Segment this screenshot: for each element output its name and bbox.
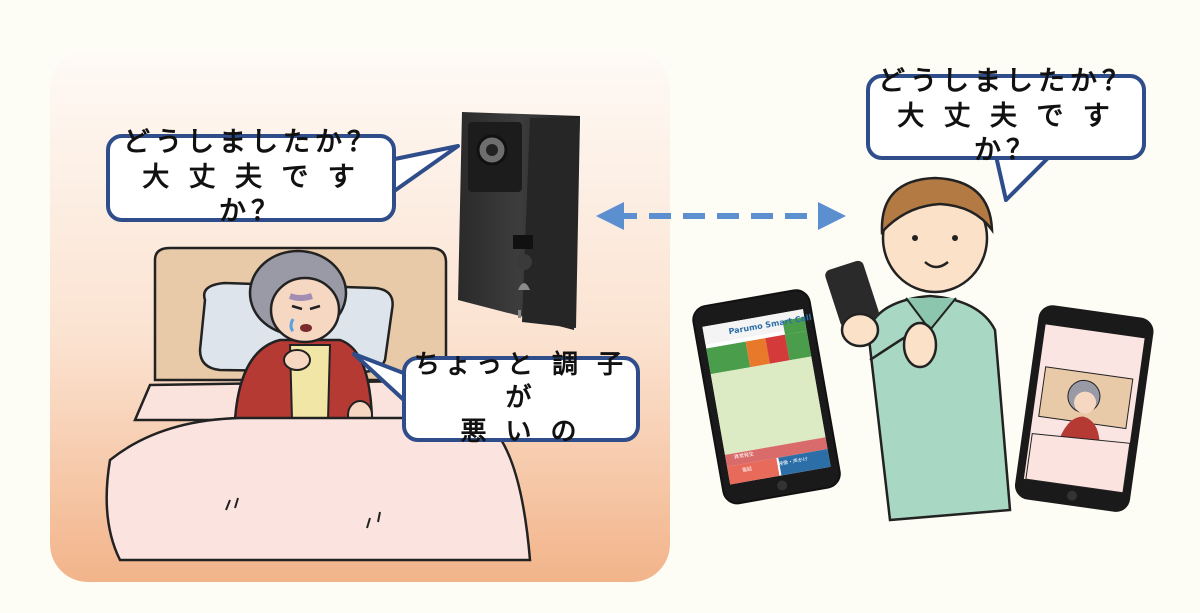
speech-line-1: どうしましたか？ [878, 66, 1134, 98]
speech-line-2: 大 丈 夫 で す か？ [897, 100, 1115, 167]
speech-bubble-device: どうしましたか？ 大 丈 夫 で す か？ [106, 127, 396, 227]
grandma-face [269, 276, 341, 344]
blanket [105, 416, 532, 562]
right-phone [1014, 305, 1154, 512]
speech-line-1: ちょっと 調 子 が [413, 350, 629, 414]
man-hair [880, 176, 994, 236]
speech-bubble-grandma: ちょっと 調 子 が 悪 い の [402, 350, 640, 447]
left-phone [692, 289, 841, 505]
man-figure [825, 176, 1012, 522]
connection-arrow [596, 202, 846, 230]
man-shirt [866, 294, 1012, 522]
speech-line-2: 大 丈 夫 で す か？ [142, 161, 360, 228]
camera-device [458, 112, 580, 330]
speech-line-2: 悪 い の [460, 416, 582, 447]
speech-bubble-caregiver: どうしましたか？ 大 丈 夫 で す か？ [866, 66, 1146, 166]
speech-line-1: どうしましたか？ [123, 127, 379, 159]
